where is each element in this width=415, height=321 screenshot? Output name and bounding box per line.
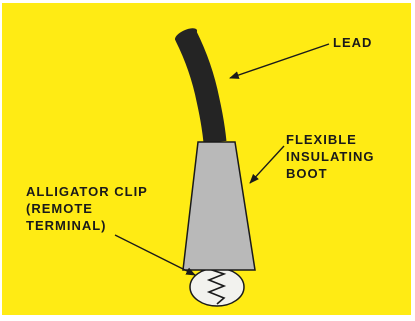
clip-label-line-3: TERMINAL) [26, 217, 148, 234]
lead-label-text: LEAD [333, 34, 372, 51]
clip-label: ALLIGATOR CLIP (REMOTE TERMINAL) [26, 183, 148, 234]
clip-label-line-2: (REMOTE [26, 200, 148, 217]
lead-label: LEAD [333, 34, 372, 51]
boot-label-line-1: FLEXIBLE [286, 131, 374, 148]
boot-label-line-3: BOOT [286, 165, 374, 182]
clip-label-line-1: ALLIGATOR CLIP [26, 183, 148, 200]
boot-label: FLEXIBLE INSULATING BOOT [286, 131, 374, 182]
boot-label-line-2: INSULATING [286, 148, 374, 165]
